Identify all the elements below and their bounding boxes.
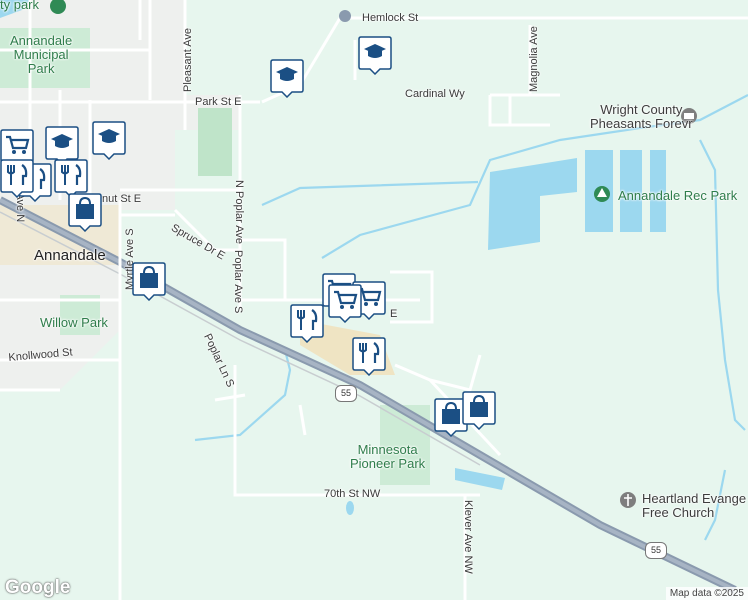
restaurant-icon [359,342,380,363]
ballfield-area [198,108,232,176]
highway-shield-55: 55 [335,385,357,402]
restaurant-icon [7,164,28,185]
shopping-bag-icon [470,394,488,417]
restaurant-icon [61,164,82,185]
marker-restaurant[interactable] [290,303,324,344]
school-icon [276,67,298,81]
shopping-bag-icon [442,401,460,424]
marker-restaurant[interactable] [0,158,34,199]
google-logo: Google [5,577,71,598]
school-icon [98,129,120,143]
marker-restaurant[interactable] [352,336,386,377]
shopping-cart-icon [334,290,358,309]
marker-school[interactable] [270,58,304,99]
map-attribution[interactable]: Map data ©2025 [665,587,748,600]
school-icon [51,134,73,148]
municipal-park-area [0,28,90,88]
school-icon [364,44,386,58]
marker-school[interactable] [358,35,392,76]
shopping-bag-icon [76,196,94,219]
marker-shopping-cart[interactable] [328,283,362,324]
highway-shield-55: 55 [645,542,667,559]
restaurant-icon [297,309,318,330]
marker-shopping-bag[interactable] [132,261,166,302]
shopping-bag-icon [140,265,158,288]
shopping-cart-icon [6,135,30,154]
marker-school[interactable] [92,120,126,161]
marker-school[interactable] [45,125,79,166]
marker-shopping-bag[interactable] [462,390,496,431]
marker-shopping-bag[interactable] [68,192,102,233]
